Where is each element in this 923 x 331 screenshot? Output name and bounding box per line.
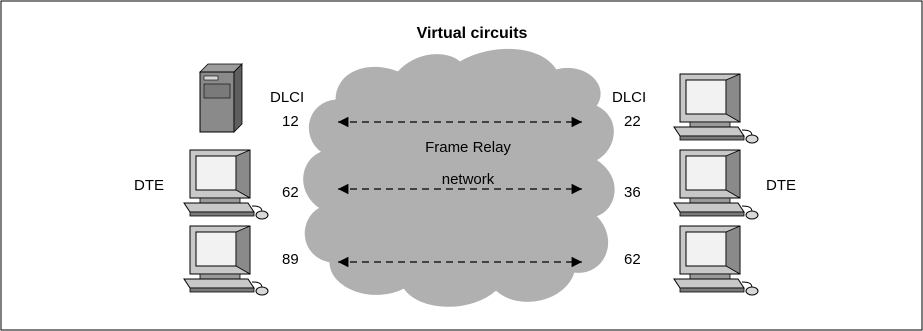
frame-relay-cloud [303,48,615,307]
computer-icon-right-2 [673,149,759,220]
right-dlci-value-1: 22 [624,113,641,130]
left-dlci-value-3: 89 [282,251,299,268]
server-icon [199,63,243,133]
computer-icon-left-2 [183,149,269,220]
right-dlci-heading: DLCI [612,89,646,106]
left-dlci-value-1: 12 [282,113,299,130]
left-dlci-heading: DLCI [270,89,304,106]
left-dte-label: DTE [134,177,164,194]
computer-icon-right-1 [673,73,759,144]
left-dlci-value-2: 62 [282,184,299,201]
right-dlci-value-3: 62 [624,251,641,268]
right-dte-label: DTE [766,177,796,194]
computer-icon-left-3 [183,225,269,296]
right-dlci-value-2: 36 [624,184,641,201]
computer-icon-right-3 [673,225,759,296]
cloud-label-line2: network [442,171,495,188]
cloud-label-line1: Frame Relay [425,139,511,156]
diagram-title: Virtual circuits [417,25,528,42]
